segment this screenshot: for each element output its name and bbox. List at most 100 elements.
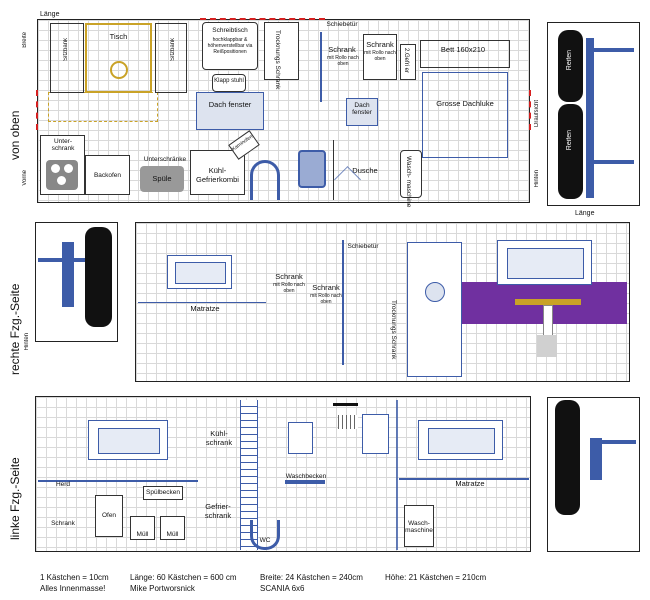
reifen-2-label: Reifen <box>566 130 573 151</box>
vorne-label: Vorne <box>22 170 28 186</box>
schrank-1-label: Schrank <box>328 45 356 54</box>
waschbecken-bowl <box>285 480 325 484</box>
kuehlschrank-label: Kühl- schrank <box>205 429 233 447</box>
breite-label: Breite <box>22 32 28 48</box>
left-waschmaschine-label: Wasch- maschine <box>405 520 433 535</box>
wc-bowl <box>250 160 280 200</box>
right-schrank-1-note: mit Rollo nach oben <box>273 282 305 294</box>
side-door-marker <box>200 18 325 22</box>
right-door <box>407 242 462 377</box>
schiebetuer-rail <box>320 32 322 102</box>
left-matratze-label: Matratze <box>455 479 485 488</box>
bed-extension-dashed <box>48 92 158 122</box>
dusche-label: Dusche <box>352 166 378 175</box>
table-top <box>515 299 581 305</box>
author-text: Mike Portworsnick <box>130 583 195 593</box>
dachfenster-2-box <box>346 98 378 126</box>
axle-bar-1 <box>594 48 634 52</box>
schreibtisch-box <box>202 22 258 70</box>
unterschrank-label: Unter- schrank <box>51 138 75 153</box>
left-window-1-inner <box>98 428 160 454</box>
top-view-chassis-frame <box>547 22 640 206</box>
schrank-2-box <box>363 34 397 80</box>
spuele-box <box>140 166 184 192</box>
right-schiebetuer-rail <box>342 240 344 365</box>
schreibtisch-label: Schreibtisch <box>212 27 248 34</box>
muell-1-box <box>130 516 155 540</box>
schrank-2-note: mit Rollo nach oben <box>364 50 396 62</box>
scale-text: 1 Kästchen = 10cm <box>40 573 109 582</box>
shower-spray-icon-2 <box>338 415 358 429</box>
tire-front-icon <box>558 30 583 102</box>
right-schrank-2-label: Schrank <box>312 283 340 292</box>
bett-box <box>420 40 510 68</box>
burner-icon <box>57 176 66 185</box>
right-hinten-label: Hinten <box>24 333 30 351</box>
wc-label: WC <box>259 537 271 544</box>
left-axle-bar <box>600 440 636 444</box>
table-foot <box>537 335 557 357</box>
gefrier-2-label: 2.Gefri er <box>403 48 409 74</box>
right-matratze-label: Matratze <box>190 304 220 313</box>
right-schiebetuer-label: Schiebetür <box>347 243 379 250</box>
schrank-1-note: mit Rollo nach oben <box>327 55 359 67</box>
trocknungs-schrank-box <box>264 22 299 80</box>
kuehl-label: Kühl- Gefrierkombi <box>196 166 239 184</box>
left-chassis-frame <box>547 397 640 552</box>
laenge-label: Länge <box>40 11 60 18</box>
burner-icon <box>51 164 60 173</box>
tire-rear-icon <box>558 104 583 199</box>
axle-shaft <box>586 38 594 198</box>
spuele-label: Spüle <box>152 174 172 183</box>
front-door-marker <box>36 90 40 130</box>
gefrier-2-box <box>400 44 416 80</box>
wc-icon <box>250 520 280 550</box>
waschmaschine-box <box>400 150 422 198</box>
partition-line <box>396 400 398 550</box>
herd-label: Herd <box>55 481 71 488</box>
schreibtisch-note: hochklappbar & höhenverstellbar via Reiß… <box>207 37 253 55</box>
burner-icon <box>64 164 73 173</box>
hoehe-text: Höhe: 21 Kästchen = 210cm <box>385 573 487 582</box>
right-tire-icon <box>85 227 112 327</box>
right-schrank-2-note: mit Rollo nach oben <box>310 293 342 305</box>
schrank-2-label: Schrank <box>366 40 394 49</box>
left-view-side-label: linke Fzg.-Seite <box>8 457 22 540</box>
matratze-line <box>138 302 266 303</box>
right-view-side-label: rechte Fzg.-Seite <box>8 283 22 375</box>
sitzbank-2-box <box>155 23 187 93</box>
right-schrank-1-label: Schrank <box>275 272 303 281</box>
reifen-1-label: Reifen <box>566 50 573 71</box>
left-axle-shaft <box>590 438 602 480</box>
right-window-2-inner <box>507 248 584 279</box>
countertop-line <box>38 480 198 482</box>
vehicle-text: SCANIA 6x6 <box>260 583 305 593</box>
bett-label: Bett 160x210 <box>440 45 486 54</box>
klappstuhl-label: Klapp stuhl <box>214 78 244 84</box>
waschbecken-label: Waschbecken <box>285 473 327 480</box>
trocknungs-schrank-label: Trocknungs Schrank <box>274 30 281 90</box>
right-chassis-frame <box>35 222 118 342</box>
grosse-dachluke-box <box>422 72 508 158</box>
door-porthole <box>425 282 445 302</box>
draufsicht-label: Draufsicht <box>534 100 540 128</box>
dachfenster-1-label: Dach fenster <box>208 100 252 109</box>
tisch-label: Tisch <box>109 32 128 41</box>
table-leg <box>543 305 553 337</box>
right-axle-bar <box>38 258 85 262</box>
sitzbank-1-box <box>50 23 84 93</box>
gefrierschrank-label: Gefrier- schrank <box>204 502 232 520</box>
schiebetuer-label: Schiebetür <box>326 21 358 28</box>
breite-text: Breite: 24 Kästchen = 240cm <box>260 573 363 582</box>
right-trocknungs-label: Trocknungs Schrank <box>390 300 397 360</box>
shower-head-icon <box>333 403 358 406</box>
left-window-bath <box>288 422 313 454</box>
ofen-label: Ofen <box>101 512 117 519</box>
dusche-area <box>333 140 399 200</box>
dachfenster-2-label: Dach fenster <box>352 102 372 117</box>
innenmasse-text: Alles Innenmasse! <box>40 583 106 593</box>
laenge-text: Länge: 60 Kästchen = 600 cm <box>130 573 237 582</box>
left-tire-icon <box>555 400 580 515</box>
backofen-box <box>85 155 130 195</box>
backofen-label: Backofen <box>93 172 122 179</box>
